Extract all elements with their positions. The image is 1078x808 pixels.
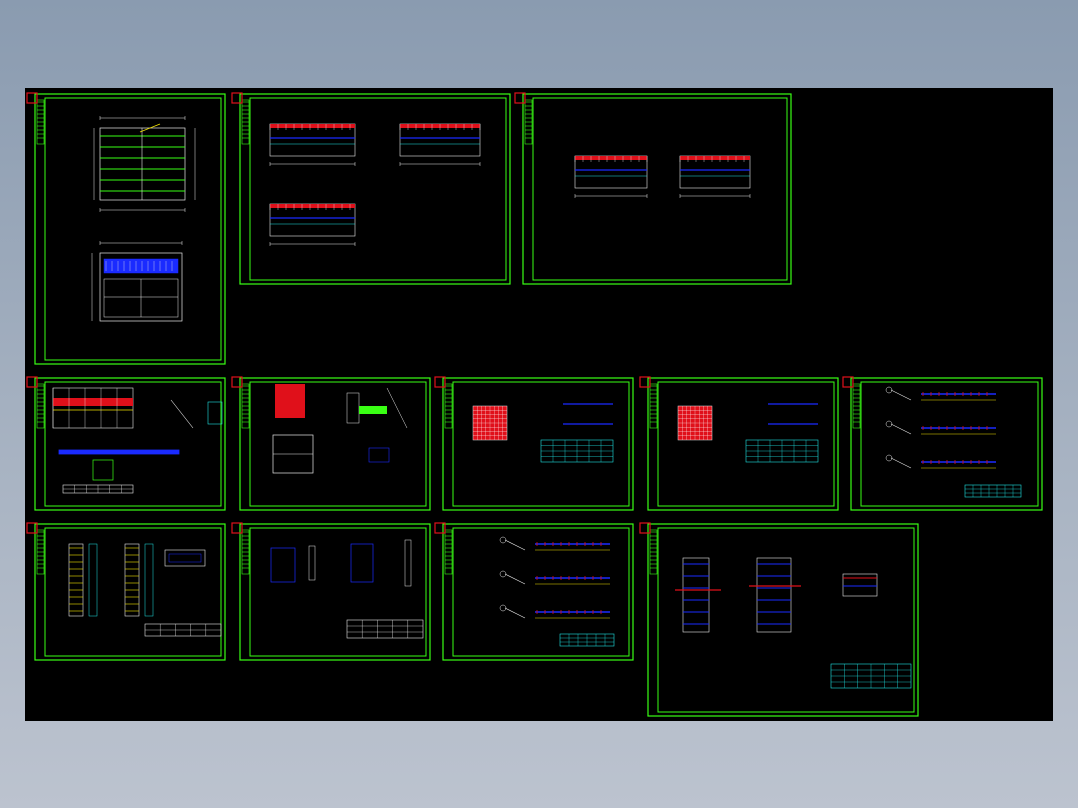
sheet-corner-marker: [26, 92, 38, 104]
sheet-corner-marker: [514, 92, 526, 104]
sheet-corner-marker: [434, 522, 446, 534]
sheet-corner-marker: [231, 376, 243, 388]
cad-drawing[interactable]: [25, 88, 1053, 721]
sheet-corner-marker: [639, 376, 651, 388]
sheet-corner-marker: [231, 522, 243, 534]
sheet-corner-marker: [231, 92, 243, 104]
sheet-frame-sheet-7: [639, 376, 839, 511]
sheet-frame-sheet-10: [231, 522, 431, 661]
sheet-frame-sheet-12: [639, 522, 919, 717]
sheet-frame-sheet-5: [231, 376, 431, 511]
sheet-corner-marker: [842, 376, 854, 388]
sheet-frame-sheet-2: [231, 92, 511, 285]
sheet-frames: [26, 92, 1043, 717]
sheet-corner-marker: [26, 376, 38, 388]
sheet-frame-sheet-8: [842, 376, 1043, 511]
sheet-details: [52, 116, 1022, 689]
sheet-frame-sheet-3: [514, 92, 792, 285]
drawing-canvas[interactable]: [25, 88, 1053, 721]
sheet-frame-sheet-11: [434, 522, 634, 661]
sheet-corner-marker: [639, 522, 651, 534]
sheet-frame-sheet-6: [434, 376, 634, 511]
sheet-corner-marker: [434, 376, 446, 388]
sheet-frame-sheet-9: [26, 522, 226, 661]
sheet-frame-sheet-1: [26, 92, 226, 365]
sheet-corner-marker: [26, 522, 38, 534]
sheet-frame-sheet-4: [26, 376, 226, 511]
